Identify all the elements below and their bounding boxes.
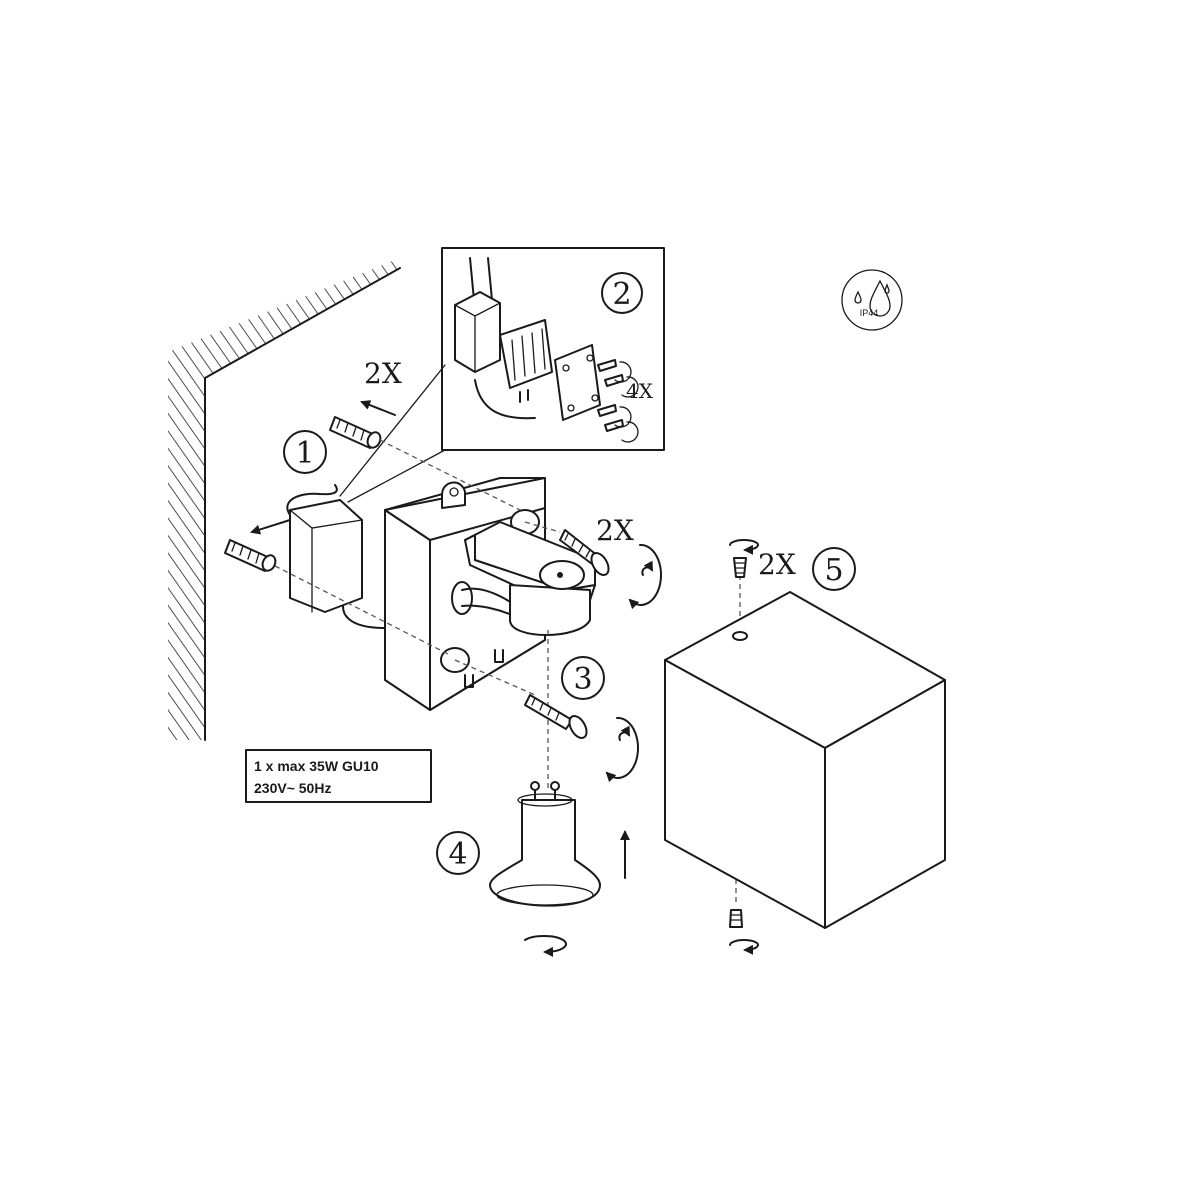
callout-line-upper <box>339 364 446 497</box>
terminal-screws-quantity: 4X <box>626 379 654 403</box>
gu10-bulb <box>489 781 630 957</box>
ip44-label: IP44 <box>860 308 879 318</box>
mount-screws-quantity: 2X <box>596 514 634 547</box>
step-5-circle <box>812 547 856 591</box>
junction-box <box>286 484 386 629</box>
step-1-circle <box>283 430 327 474</box>
ip44-badge: IP44 <box>841 269 903 331</box>
wall <box>168 258 401 741</box>
cover-screw-bottom <box>729 909 759 955</box>
step-2-circle <box>601 272 643 314</box>
mounting-bracket <box>384 477 596 711</box>
cube-cover <box>664 591 946 929</box>
mount-screw-lower <box>524 694 640 783</box>
spec-line-1: 1 x max 35W GU10 <box>254 758 379 774</box>
cover-screw-top <box>729 539 759 578</box>
step-1-label: 1 <box>295 436 314 471</box>
wiring-inset: 2 4X <box>441 247 665 451</box>
callout-line-lower <box>347 449 446 503</box>
spec-box: 1 x max 35W GU10 230V~ 50Hz <box>245 749 432 803</box>
step-2-label: 2 <box>612 277 631 312</box>
wall-plug-lower <box>224 519 291 572</box>
cover-screws-quantity: 2X <box>758 548 796 581</box>
step-4-circle <box>436 831 480 875</box>
step-4-label: 4 <box>448 837 467 872</box>
spec-line-2: 230V~ 50Hz <box>254 780 331 796</box>
step-3-label: 3 <box>573 662 592 697</box>
mount-screw-upper <box>559 529 663 610</box>
plugs-quantity: 2X <box>364 357 402 390</box>
step-3-circle <box>561 656 605 700</box>
water-drop-icon <box>869 279 891 317</box>
step-5-label: 5 <box>824 553 843 588</box>
wall-plug-upper <box>329 400 396 449</box>
